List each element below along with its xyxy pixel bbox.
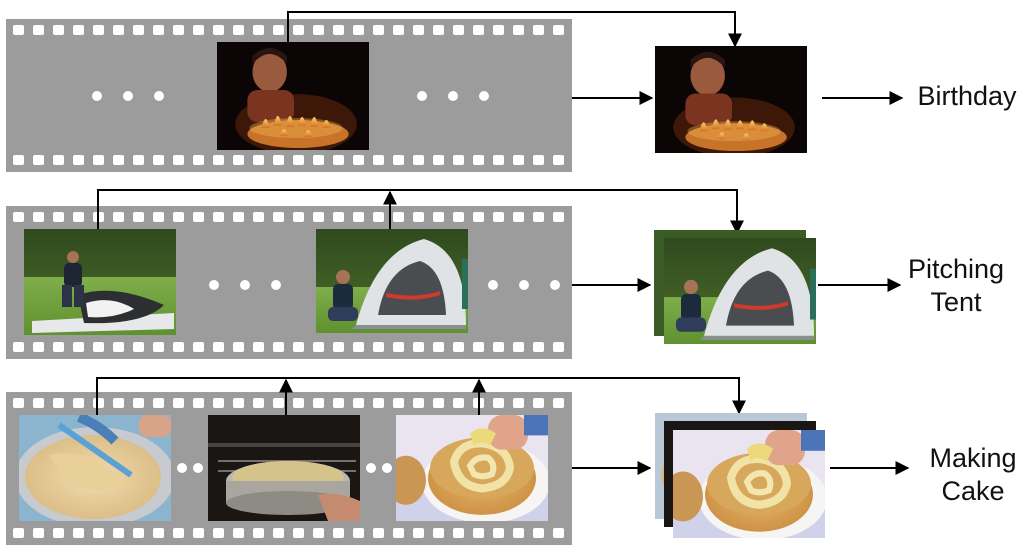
label-making-cake: Making Cake <box>918 442 1028 508</box>
selection-arrow <box>287 11 742 48</box>
selection-arrow <box>97 189 744 235</box>
row-birthday <box>6 11 904 172</box>
row-making-cake <box>6 377 910 545</box>
ellipsis-dots <box>209 280 281 290</box>
label-birthday: Birthday <box>910 80 1024 113</box>
birthday-keyframe <box>655 46 807 157</box>
mixing-batter-frame <box>19 415 171 521</box>
sprocket-holes-top <box>13 398 564 408</box>
sprocket-holes-bottom <box>13 342 564 352</box>
label-pitching-tent: Pitching Tent <box>908 253 1004 319</box>
making-cake-keyframe <box>663 430 827 540</box>
label-line: Birthday <box>917 81 1017 111</box>
frosting-cake-frame <box>386 415 550 523</box>
ellipsis-dots <box>177 463 203 473</box>
man-beside-tent-frame <box>316 229 468 333</box>
label-line: Tent <box>930 287 982 317</box>
selection-arrow <box>96 377 746 415</box>
ellipsis-dots <box>366 463 392 473</box>
row-pitching-tent <box>6 189 902 359</box>
sprocket-holes-top <box>13 25 564 35</box>
cake-in-oven-frame <box>208 415 360 521</box>
sprocket-holes-bottom <box>13 155 564 165</box>
ellipsis-dots <box>488 280 560 290</box>
ellipsis-dots <box>92 91 164 101</box>
ellipsis-dots <box>417 91 489 101</box>
sprocket-holes-bottom <box>13 528 564 538</box>
label-line: Cake <box>941 476 1005 506</box>
birthday-party-frame <box>217 42 369 154</box>
label-line: Pitching <box>908 254 1005 284</box>
man-unfolding-tent-frame <box>24 229 176 335</box>
pitching-tent-keyframe <box>664 238 816 344</box>
label-line: Making <box>929 443 1017 473</box>
